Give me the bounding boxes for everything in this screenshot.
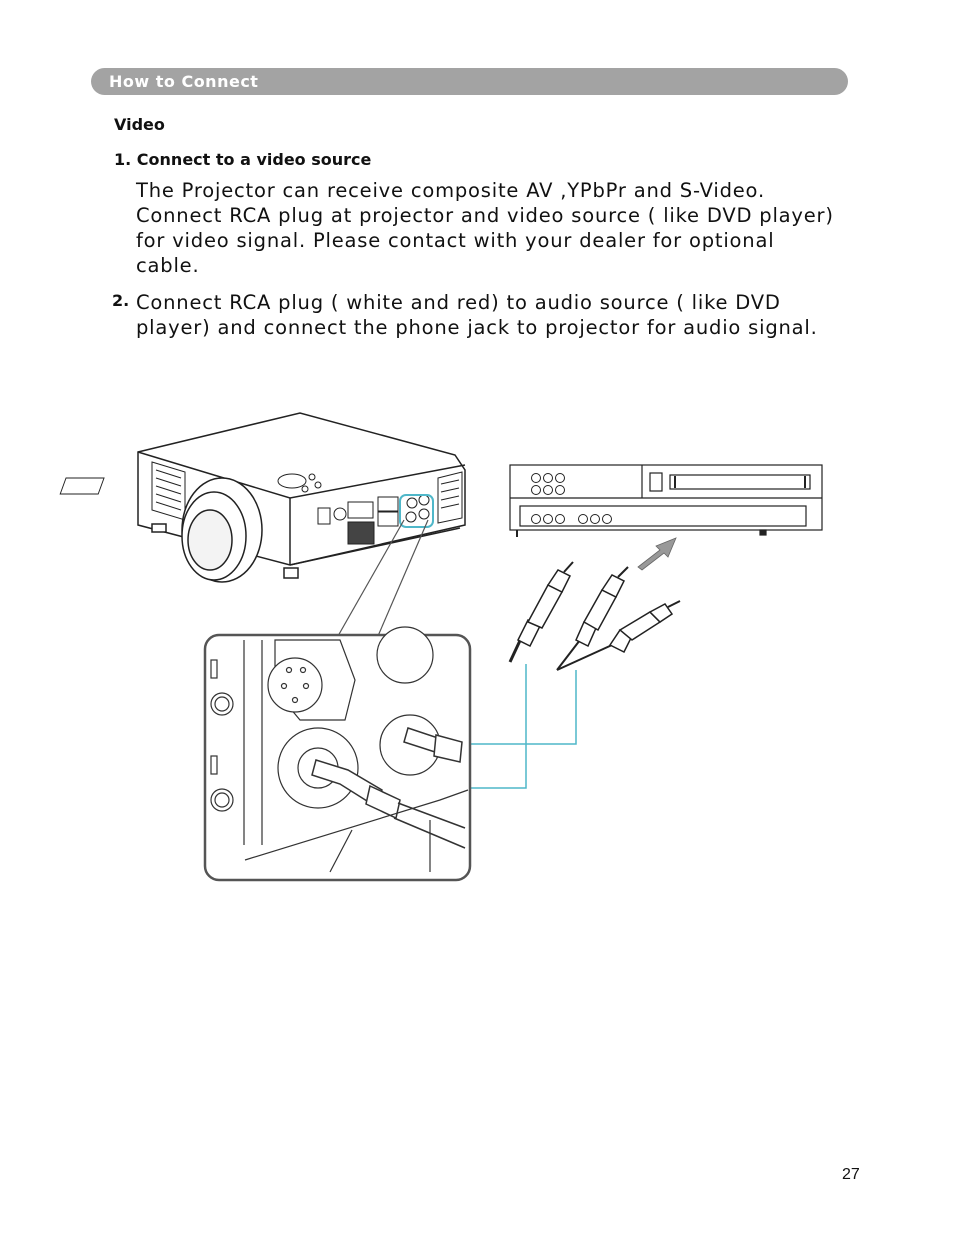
page-number: 27 <box>842 1166 860 1183</box>
panel-svideo-port <box>267 639 356 721</box>
subsection-title: Video <box>114 115 165 134</box>
side-vent-right <box>437 471 463 524</box>
arrow-icon <box>637 537 677 571</box>
magnified-jack-panel <box>203 626 472 882</box>
dvd-player-illustration <box>509 464 823 537</box>
step-1-text: The Projector can receive composite AV ,… <box>136 179 834 277</box>
step-2-number: 2. <box>112 291 130 310</box>
step-1-heading-text: Connect to a video source <box>136 150 372 169</box>
panel-plug-inserted <box>311 727 466 849</box>
step-1-heading: 1. Connect to a video source <box>114 150 371 169</box>
panel-left-jacks <box>210 640 263 845</box>
control-pad <box>59 473 322 495</box>
panel-bottom-edge <box>244 789 469 873</box>
lens-glass <box>187 509 233 571</box>
step-1-number: 1. <box>114 150 132 169</box>
projector-illustration <box>59 412 466 583</box>
section-title: How to Connect <box>109 72 259 91</box>
rear-ports <box>317 494 434 545</box>
rca-plug-icon <box>508 561 681 671</box>
section-header-bar: How to Connect <box>91 68 848 95</box>
dvd-jacks <box>531 473 612 524</box>
step-2-text: Connect RCA plug ( white and red) to aud… <box>136 291 818 339</box>
